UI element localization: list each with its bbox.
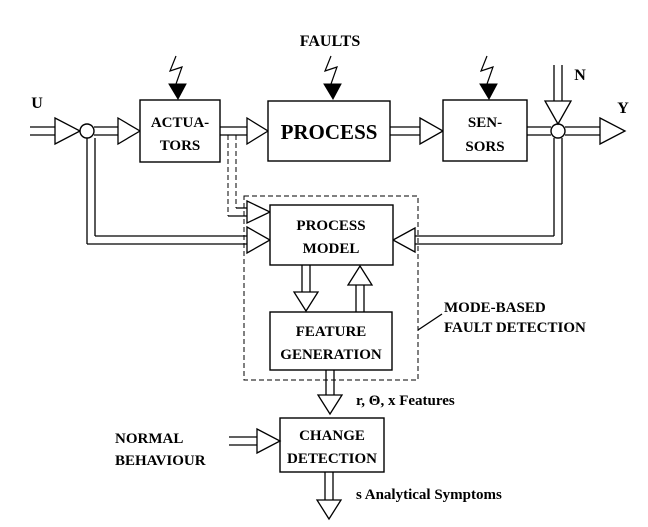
normal-behaviour-connector bbox=[229, 427, 282, 455]
n-label: N bbox=[574, 67, 586, 84]
features-connector bbox=[316, 370, 344, 416]
n-input-connector bbox=[543, 65, 573, 126]
actuators-label-line2: TORS bbox=[160, 138, 201, 154]
sensor-fault-lightning-icon bbox=[479, 55, 498, 101]
feature-generation-block bbox=[269, 311, 393, 371]
faults-label: FAULTS bbox=[300, 33, 361, 50]
process-model-block bbox=[269, 204, 394, 266]
process-fault-lightning-icon bbox=[323, 55, 342, 101]
actuators-label-line1: ACTUA- bbox=[151, 115, 209, 131]
sensors-label-line1: SEN- bbox=[468, 115, 502, 131]
features-label: r, Θ, x Features bbox=[356, 393, 455, 409]
sensors-block bbox=[442, 99, 528, 162]
input-summing-junction bbox=[79, 123, 95, 139]
process-label: PROCESS bbox=[281, 120, 378, 144]
u-input-connector bbox=[30, 116, 82, 146]
mode-based-label-line1: MODE-BASED bbox=[444, 300, 546, 316]
y-label: Y bbox=[617, 100, 629, 117]
mode-based-label-line2: FAULT DETECTION bbox=[444, 320, 586, 336]
y-output-connector bbox=[565, 116, 627, 146]
normal-behaviour-label-line1: NORMAL bbox=[115, 431, 183, 447]
process-to-sensors-connector bbox=[390, 116, 445, 146]
change-detection-label-line2: DETECTION bbox=[287, 451, 377, 467]
model-to-feature-connector bbox=[292, 265, 320, 313]
junction-to-actuators-connector bbox=[94, 116, 142, 146]
change-detection-block bbox=[279, 417, 385, 473]
mode-based-detection-region bbox=[243, 195, 419, 381]
change-detection-label-line1: CHANGE bbox=[299, 428, 365, 444]
sensors-to-output-junction-connector bbox=[527, 126, 551, 136]
symptoms-connector bbox=[315, 472, 343, 521]
process-block bbox=[267, 100, 391, 162]
normal-behaviour-label-line2: BEHAVIOUR bbox=[115, 453, 206, 469]
process-model-label-line1: PROCESS bbox=[296, 218, 365, 234]
u-label: U bbox=[31, 95, 43, 112]
actuators-to-process-connector bbox=[220, 116, 270, 146]
symptoms-label: s Analytical Symptoms bbox=[356, 487, 502, 503]
feature-generation-label-line2: GENERATION bbox=[280, 347, 382, 363]
input-to-model-connector bbox=[86, 138, 272, 255]
output-to-model-connector bbox=[391, 138, 563, 254]
sensors-label-line2: SORS bbox=[465, 139, 504, 155]
actuator-to-model-connector bbox=[227, 135, 272, 225]
feature-generation-label-line1: FEATURE bbox=[296, 324, 367, 340]
output-summing-junction bbox=[550, 123, 566, 139]
process-model-label-line2: MODEL bbox=[303, 241, 360, 257]
feature-to-model-connector bbox=[346, 264, 374, 312]
mode-based-leader-line bbox=[417, 313, 443, 331]
actuators-block bbox=[139, 99, 221, 163]
actuator-fault-lightning-icon bbox=[168, 55, 187, 101]
